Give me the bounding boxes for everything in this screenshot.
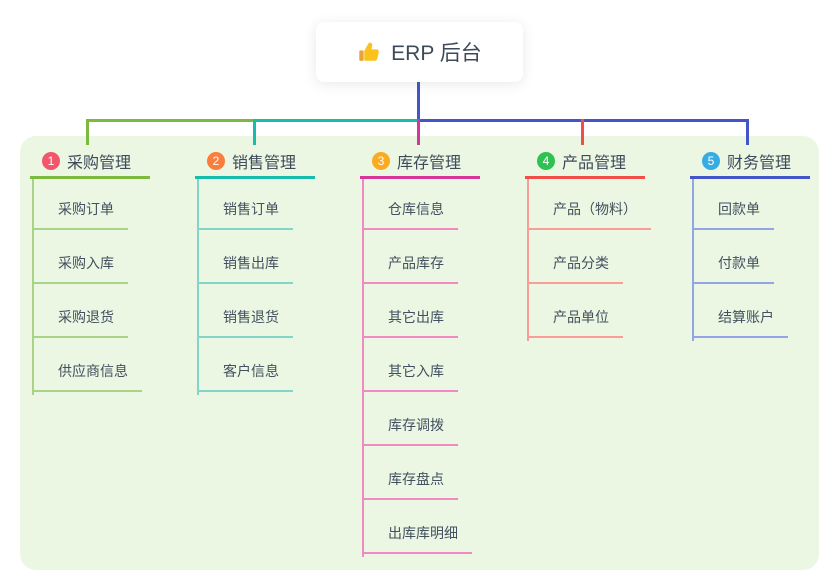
branch-product: 4 产品管理 产品（物料） 产品分类 产品单位: [525, 148, 651, 341]
child-node[interactable]: 销售出库: [197, 253, 293, 284]
branch-inventory: 3 库存管理 仓库信息 产品库存 其它出库 其它入库 库存调拨 库存盘点 出库库…: [360, 148, 480, 557]
branch-purchase: 1 采购管理 采购订单 采购入库 采购退货 供应商信息: [30, 148, 150, 395]
branch-title: 产品管理: [562, 155, 627, 172]
child-node[interactable]: 回款单: [692, 199, 774, 230]
connector-segment-sales: [253, 119, 420, 122]
branch-number-badge: 3: [372, 152, 390, 170]
branch-number-badge: 5: [702, 152, 720, 170]
child-node[interactable]: 产品单位: [527, 307, 623, 338]
child-node[interactable]: 产品分类: [527, 253, 623, 284]
branch-title: 财务管理: [727, 155, 792, 172]
branch-child-connector: [197, 179, 199, 395]
child-node[interactable]: 付款单: [692, 253, 774, 284]
child-node[interactable]: 库存盘点: [362, 469, 458, 500]
branch-number-badge: 4: [537, 152, 555, 170]
child-node[interactable]: 采购入库: [32, 253, 128, 284]
drop-line-inventory: [417, 119, 420, 145]
drop-line-purchase: [86, 119, 89, 145]
connector-segment-purchase: [86, 119, 256, 122]
root-stem-line: [417, 82, 420, 120]
child-node[interactable]: 产品（物料）: [527, 199, 651, 230]
child-node[interactable]: 销售订单: [197, 199, 293, 230]
branch-finance: 5 财务管理 回款单 付款单 结算账户: [690, 148, 810, 341]
child-node[interactable]: 采购订单: [32, 199, 128, 230]
branch-sales: 2 销售管理 销售订单 销售出库 销售退货 客户信息: [195, 148, 315, 395]
child-node[interactable]: 仓库信息: [362, 199, 458, 230]
branches-panel: [20, 136, 819, 570]
drop-line-sales: [253, 119, 256, 145]
child-node[interactable]: 供应商信息: [32, 361, 142, 392]
child-node[interactable]: 采购退货: [32, 307, 128, 338]
child-node[interactable]: 产品库存: [362, 253, 458, 284]
branch-number-badge: 2: [207, 152, 225, 170]
branch-header[interactable]: 3 库存管理: [360, 148, 480, 179]
branch-title: 采购管理: [67, 155, 132, 172]
drop-line-product: [581, 119, 584, 145]
drop-line-finance: [746, 119, 749, 145]
thumbs-up-icon: [357, 40, 382, 65]
branch-title: 销售管理: [232, 155, 297, 172]
branch-header[interactable]: 5 财务管理: [690, 148, 810, 179]
root-label: ERP 后台: [391, 42, 482, 65]
branch-title: 库存管理: [397, 155, 462, 172]
child-node[interactable]: 其它入库: [362, 361, 458, 392]
branch-header[interactable]: 1 采购管理: [30, 148, 150, 179]
branch-number-badge: 1: [42, 152, 60, 170]
branch-child-connector: [527, 179, 529, 341]
branch-header[interactable]: 2 销售管理: [195, 148, 315, 179]
root-node[interactable]: ERP 后台: [316, 22, 523, 82]
branch-child-connector: [362, 179, 364, 557]
child-node[interactable]: 其它出库: [362, 307, 458, 338]
child-node[interactable]: 结算账户: [692, 307, 788, 338]
branch-child-connector: [692, 179, 694, 341]
branch-child-connector: [32, 179, 34, 395]
child-node[interactable]: 客户信息: [197, 361, 293, 392]
child-node[interactable]: 库存调拨: [362, 415, 458, 446]
child-node[interactable]: 出库库明细: [362, 523, 472, 554]
branch-header[interactable]: 4 产品管理: [525, 148, 645, 179]
child-node[interactable]: 销售退货: [197, 307, 293, 338]
